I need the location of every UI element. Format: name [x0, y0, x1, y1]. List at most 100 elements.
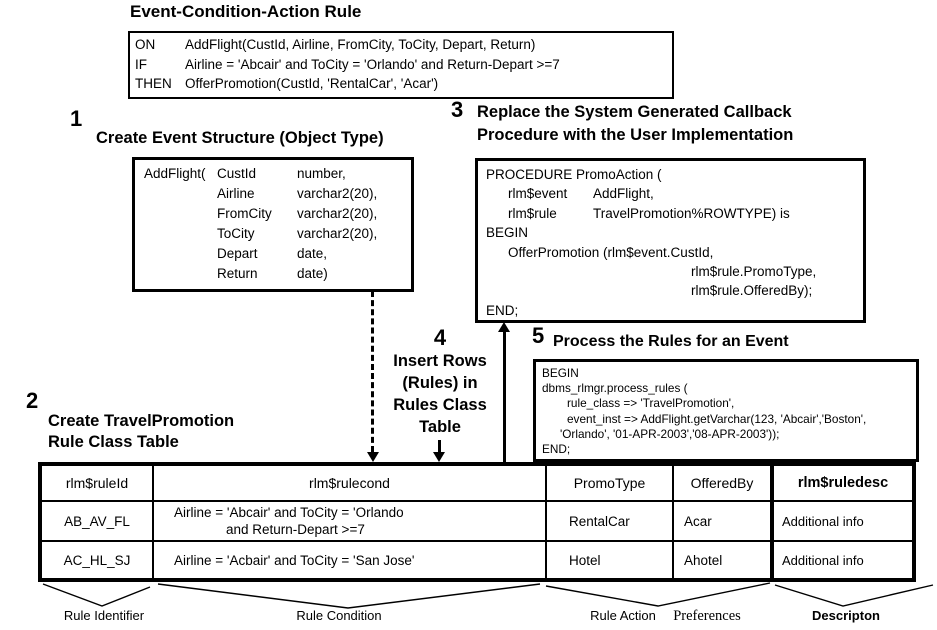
event-type-prefix — [144, 204, 217, 224]
eca-keyword-then: THEN — [135, 76, 172, 91]
insert-rows-arrowhead — [433, 452, 445, 462]
code-line: END; — [486, 302, 519, 318]
eca-rule-box: ON AddFlight(CustId, Airline, FromCity, … — [128, 31, 674, 99]
col-header-rule-cond: rlm$rulecond — [152, 463, 547, 502]
step5-number: 5 — [532, 323, 545, 348]
code-line: rlm$rule.OfferedBy); — [691, 283, 813, 299]
eca-rule-line-then: THEN OfferPromotion(CustId, 'RentalCar',… — [130, 74, 672, 94]
code-line: rlm$rule.PromoType, — [691, 264, 817, 280]
step4-label-line: Rules Class — [393, 396, 487, 414]
condition-line: and Return-Depart >=7 — [226, 522, 365, 537]
cell-promo-type: RentalCar — [545, 500, 674, 542]
event-field-type: date) — [297, 266, 328, 281]
eca-clause-on: AddFlight(CustId, Airline, FromCity, ToC… — [185, 37, 536, 52]
event-field-row: AddFlight( CustId number, — [144, 164, 411, 184]
legend-preferences: Preferences — [673, 608, 741, 624]
event-type-prefix — [144, 264, 217, 284]
code-line: dbms_rlmgr.process_rules ( — [542, 381, 688, 396]
event-field-type: date, — [297, 246, 328, 261]
code-line: rlm$rule TravelPromotion%ROWTYPE) is — [486, 204, 863, 223]
cell-rule-desc: Additional info — [770, 500, 915, 542]
rules-to-callback-arrowhead — [498, 322, 510, 332]
step2-title-line1: Create TravelPromotion — [48, 412, 235, 430]
condition-line: Airline = 'Acbair' and ToCity = 'San Jos… — [174, 552, 415, 568]
event-field-name: CustId — [217, 166, 257, 181]
event-field-row: FromCity varchar2(20), — [144, 204, 411, 224]
event-field-name: Return — [217, 266, 258, 281]
code-line: rlm$event AddFlight, — [486, 184, 863, 203]
event-field-name: FromCity — [217, 206, 272, 221]
step4-label-line: (Rules) in — [402, 374, 478, 392]
legend-rule-action: Rule Action — [590, 608, 656, 623]
code-line: rule_class => 'TravelPromotion', — [567, 396, 735, 411]
code-line: END; — [542, 442, 571, 457]
eca-clause-if: Airline = 'Abcair' and ToCity = 'Orlando… — [185, 56, 560, 72]
eca-rule-line-on: ON AddFlight(CustId, Airline, FromCity, … — [130, 35, 672, 55]
eca-keyword-if: IF — [135, 56, 147, 72]
cell-offered-by: Acar — [672, 500, 773, 542]
col-header-offered-by: OfferedBy — [672, 463, 773, 502]
eca-rule-title: Event-Condition-Action Rule — [130, 2, 362, 21]
table-header-row: rlm$ruleId rlm$rulecond PromoType Offere… — [39, 463, 915, 502]
condition-line: Airline = 'Abcair' and ToCity = 'Orlando — [174, 505, 404, 520]
rule-action-preferences-brace — [545, 582, 771, 607]
code-param-name: rlm$event — [508, 186, 568, 202]
code-param-type: TravelPromotion%ROWTYPE) is — [593, 205, 790, 221]
step3-number: 3 — [451, 97, 464, 122]
event-field-name: Airline — [217, 186, 255, 201]
legend-rule-condition: Rule Condition — [296, 608, 382, 623]
event-field-name: Depart — [217, 246, 258, 261]
event-field-type: varchar2(20), — [297, 206, 378, 221]
cell-rule-id: AC_HL_SJ — [39, 540, 154, 581]
step1-title: Create Event Structure (Object Type) — [96, 129, 384, 147]
code-line: PROCEDURE PromoAction ( — [486, 167, 662, 182]
event-field-type: varchar2(20), — [297, 186, 378, 201]
cell-offered-by: Ahotel — [672, 540, 773, 581]
eca-rule-line-if: IF Airline = 'Abcair' and ToCity = 'Orla… — [130, 55, 672, 75]
step4-label-line: Table — [419, 418, 461, 436]
col-header-rule-id: rlm$ruleId — [39, 463, 154, 502]
code-line: BEGIN — [486, 225, 529, 241]
code-line: OfferPromotion (rlm$event.CustId, — [508, 244, 714, 260]
eca-keyword-on: ON — [135, 37, 156, 52]
process-rules-box: BEGIN dbms_rlmgr.process_rules ( rule_cl… — [533, 359, 919, 462]
rule-condition-brace — [157, 583, 541, 609]
event-type-prefix: AddFlight( — [144, 166, 206, 181]
step2-title-line2: Rule Class Table — [48, 433, 179, 451]
cell-rule-cond: Airline = 'Acbair' and ToCity = 'San Jos… — [152, 540, 547, 581]
cell-rule-desc: Additional info — [770, 540, 915, 581]
step2-number: 2 — [26, 388, 39, 413]
cell-rule-cond: Airline = 'Abcair' and ToCity = 'Orlando… — [152, 500, 547, 542]
step3-title-line1: Replace the System Generated Callback — [477, 103, 792, 121]
code-line: BEGIN — [542, 366, 579, 380]
legend-descripton: Descripton — [812, 608, 880, 623]
insert-rows-line — [438, 440, 441, 453]
code-line: event_inst => AddFlight.getVarchar(123, … — [567, 411, 867, 426]
event-type-prefix — [144, 184, 217, 204]
legend-rule-identifier: Rule Identifier — [63, 608, 145, 623]
event-field-row: ToCity varchar2(20), — [144, 224, 411, 244]
table-row: AC_HL_SJ Airline = 'Acbair' and ToCity =… — [39, 540, 915, 581]
step1-number: 1 — [70, 106, 83, 131]
description-brace — [774, 584, 934, 607]
event-field-row: Depart date, — [144, 244, 411, 264]
code-line: 'Orlando', '01-APR-2003','08-APR-2003'))… — [560, 426, 780, 441]
event-field-name: ToCity — [217, 226, 255, 241]
code-param-type: AddFlight, — [593, 186, 654, 202]
insert-rules-arrowhead — [367, 452, 379, 462]
event-structure-box: AddFlight( CustId number, Airline varcha… — [132, 157, 414, 292]
table-row: AB_AV_FL Airline = 'Abcair' and ToCity =… — [39, 500, 915, 542]
step5-title: Process the Rules for an Event — [553, 333, 789, 350]
event-type-prefix — [144, 244, 217, 264]
event-field-type: varchar2(20), — [297, 226, 378, 241]
col-header-promo-type: PromoType — [545, 463, 674, 502]
event-field-type: number, — [297, 166, 346, 181]
col-header-rule-desc: rlm$ruledesc — [770, 463, 915, 502]
step3-title-line2: Procedure with the User Implementation — [477, 126, 794, 144]
event-field-row: Airline varchar2(20), — [144, 184, 411, 204]
event-type-prefix — [144, 224, 217, 244]
callback-procedure-box: PROCEDURE PromoAction ( rlm$event AddFli… — [475, 158, 866, 323]
rule-class-table: rlm$ruleId rlm$rulecond PromoType Offere… — [38, 462, 916, 582]
rules-to-callback-line — [503, 331, 506, 462]
